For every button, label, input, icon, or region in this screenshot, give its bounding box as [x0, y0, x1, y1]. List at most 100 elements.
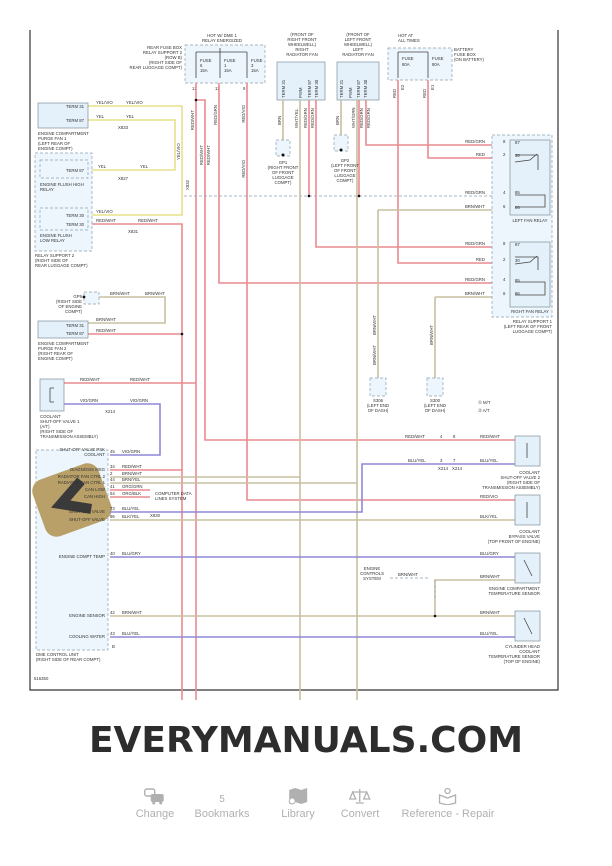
- label: RED/GRN: [310, 108, 315, 128]
- label: TERM 87: [66, 331, 85, 336]
- label: 15A: [251, 68, 259, 73]
- coolant-bypass-valve: [514, 494, 541, 526]
- label: BRN: [335, 116, 340, 125]
- legend-mt: ① M/T: [478, 400, 491, 405]
- wire-red-battery-2: [427, 80, 510, 159]
- diagram-shape: [184, 44, 266, 84]
- diagram-id: 516350: [34, 676, 49, 681]
- label: 30: [515, 153, 520, 158]
- coolant-shutoff-valve-1: [39, 378, 65, 412]
- label: YEL: [140, 164, 149, 169]
- label: FUSE: [251, 58, 263, 63]
- diagram-shape: [336, 61, 380, 101]
- label: TERM 87: [66, 118, 85, 123]
- label: TERM 31: [66, 323, 85, 328]
- label: 6: [200, 63, 203, 68]
- label: X833: [118, 125, 129, 130]
- wire-red-grn-fuse1: [218, 83, 510, 284]
- bottom-navigation: Change 5 Bookmarks Library Convert Refer…: [0, 785, 612, 830]
- connector-x830: X830: [150, 513, 161, 518]
- label: X831: [128, 229, 139, 234]
- label: RED/GRN: [303, 108, 308, 128]
- label: 15A: [224, 68, 232, 73]
- label: RED/WHT: [190, 110, 195, 130]
- label: 2: [503, 152, 506, 157]
- label: Convert: [340, 808, 380, 820]
- scale-icon: [341, 785, 380, 805]
- pin-number: 2: [110, 471, 113, 476]
- pin-label: CAN LOW: [85, 487, 106, 492]
- label: Reference - Repair: [401, 808, 495, 820]
- wire-fan-ctrl: [110, 476, 357, 484]
- wire-label: RED/WHT: [122, 464, 142, 469]
- label: 87: [515, 140, 520, 145]
- label: RED/GRN: [213, 105, 218, 125]
- gp9-ground: [83, 291, 100, 305]
- label: 80A: [432, 62, 440, 67]
- nav-reference-repair[interactable]: Reference - Repair: [401, 785, 495, 820]
- label: BRN/WHT: [398, 572, 418, 577]
- nav-change[interactable]: Change: [135, 785, 175, 820]
- label: 6: [503, 204, 506, 209]
- pin-number: 54: [110, 491, 115, 496]
- label: 8: [503, 241, 506, 246]
- label: RED: [476, 257, 485, 262]
- diagram-shape: [82, 295, 86, 299]
- diagram-shape: [307, 194, 311, 198]
- label: RED/WHT: [80, 377, 100, 382]
- pin-label: ENGINE COMPT TEMP: [59, 554, 105, 559]
- diagram-shape: [339, 148, 343, 152]
- wire-label: BLU/YEL: [122, 506, 140, 511]
- wire-label: BRN/WHT: [122, 610, 142, 615]
- diagram-shape: [357, 194, 361, 198]
- label: 11: [215, 86, 220, 91]
- diagram-shape: [51, 477, 93, 514]
- pin-label: SHUT-OFF VALVE: [69, 509, 105, 514]
- wire-yel-vio: [88, 105, 183, 216]
- label: 12: [192, 86, 197, 91]
- engine-compartment-temperature-sensor: [514, 552, 541, 584]
- label: RED/WHT: [130, 377, 150, 382]
- label: TERM 87: [356, 79, 361, 98]
- diagram-shape: [439, 794, 457, 805]
- nav-library[interactable]: Library: [281, 785, 315, 820]
- label: TERM 30: [363, 79, 368, 98]
- label: FUSE: [432, 56, 444, 61]
- label: BRN/WHT: [465, 291, 485, 296]
- coolant-shutoff-valve-2: [514, 435, 541, 467]
- nav-bookmarks[interactable]: 5 Bookmarks: [194, 785, 249, 820]
- nav-convert[interactable]: Convert: [340, 785, 380, 820]
- label: RED/WHT: [138, 218, 158, 223]
- left-fan-relay: [509, 139, 551, 216]
- wire-can: [110, 489, 150, 498]
- label: YEL/VIO: [176, 143, 181, 160]
- label: Change: [135, 808, 175, 820]
- bookmark-count: 5: [219, 794, 225, 805]
- diagram-shape: [281, 153, 285, 157]
- label: RED/GRN: [465, 277, 485, 282]
- pin-number: 41: [110, 484, 115, 489]
- label: X214: [105, 409, 116, 414]
- book-reader-icon: [402, 785, 495, 805]
- label: BRN/WHT: [110, 291, 130, 296]
- label: VIO/GRN: [80, 398, 98, 403]
- label: BLU/GRY: [480, 551, 499, 556]
- label: RED/WHT: [96, 218, 116, 223]
- label: 30: [515, 258, 520, 263]
- label: 86: [515, 205, 520, 210]
